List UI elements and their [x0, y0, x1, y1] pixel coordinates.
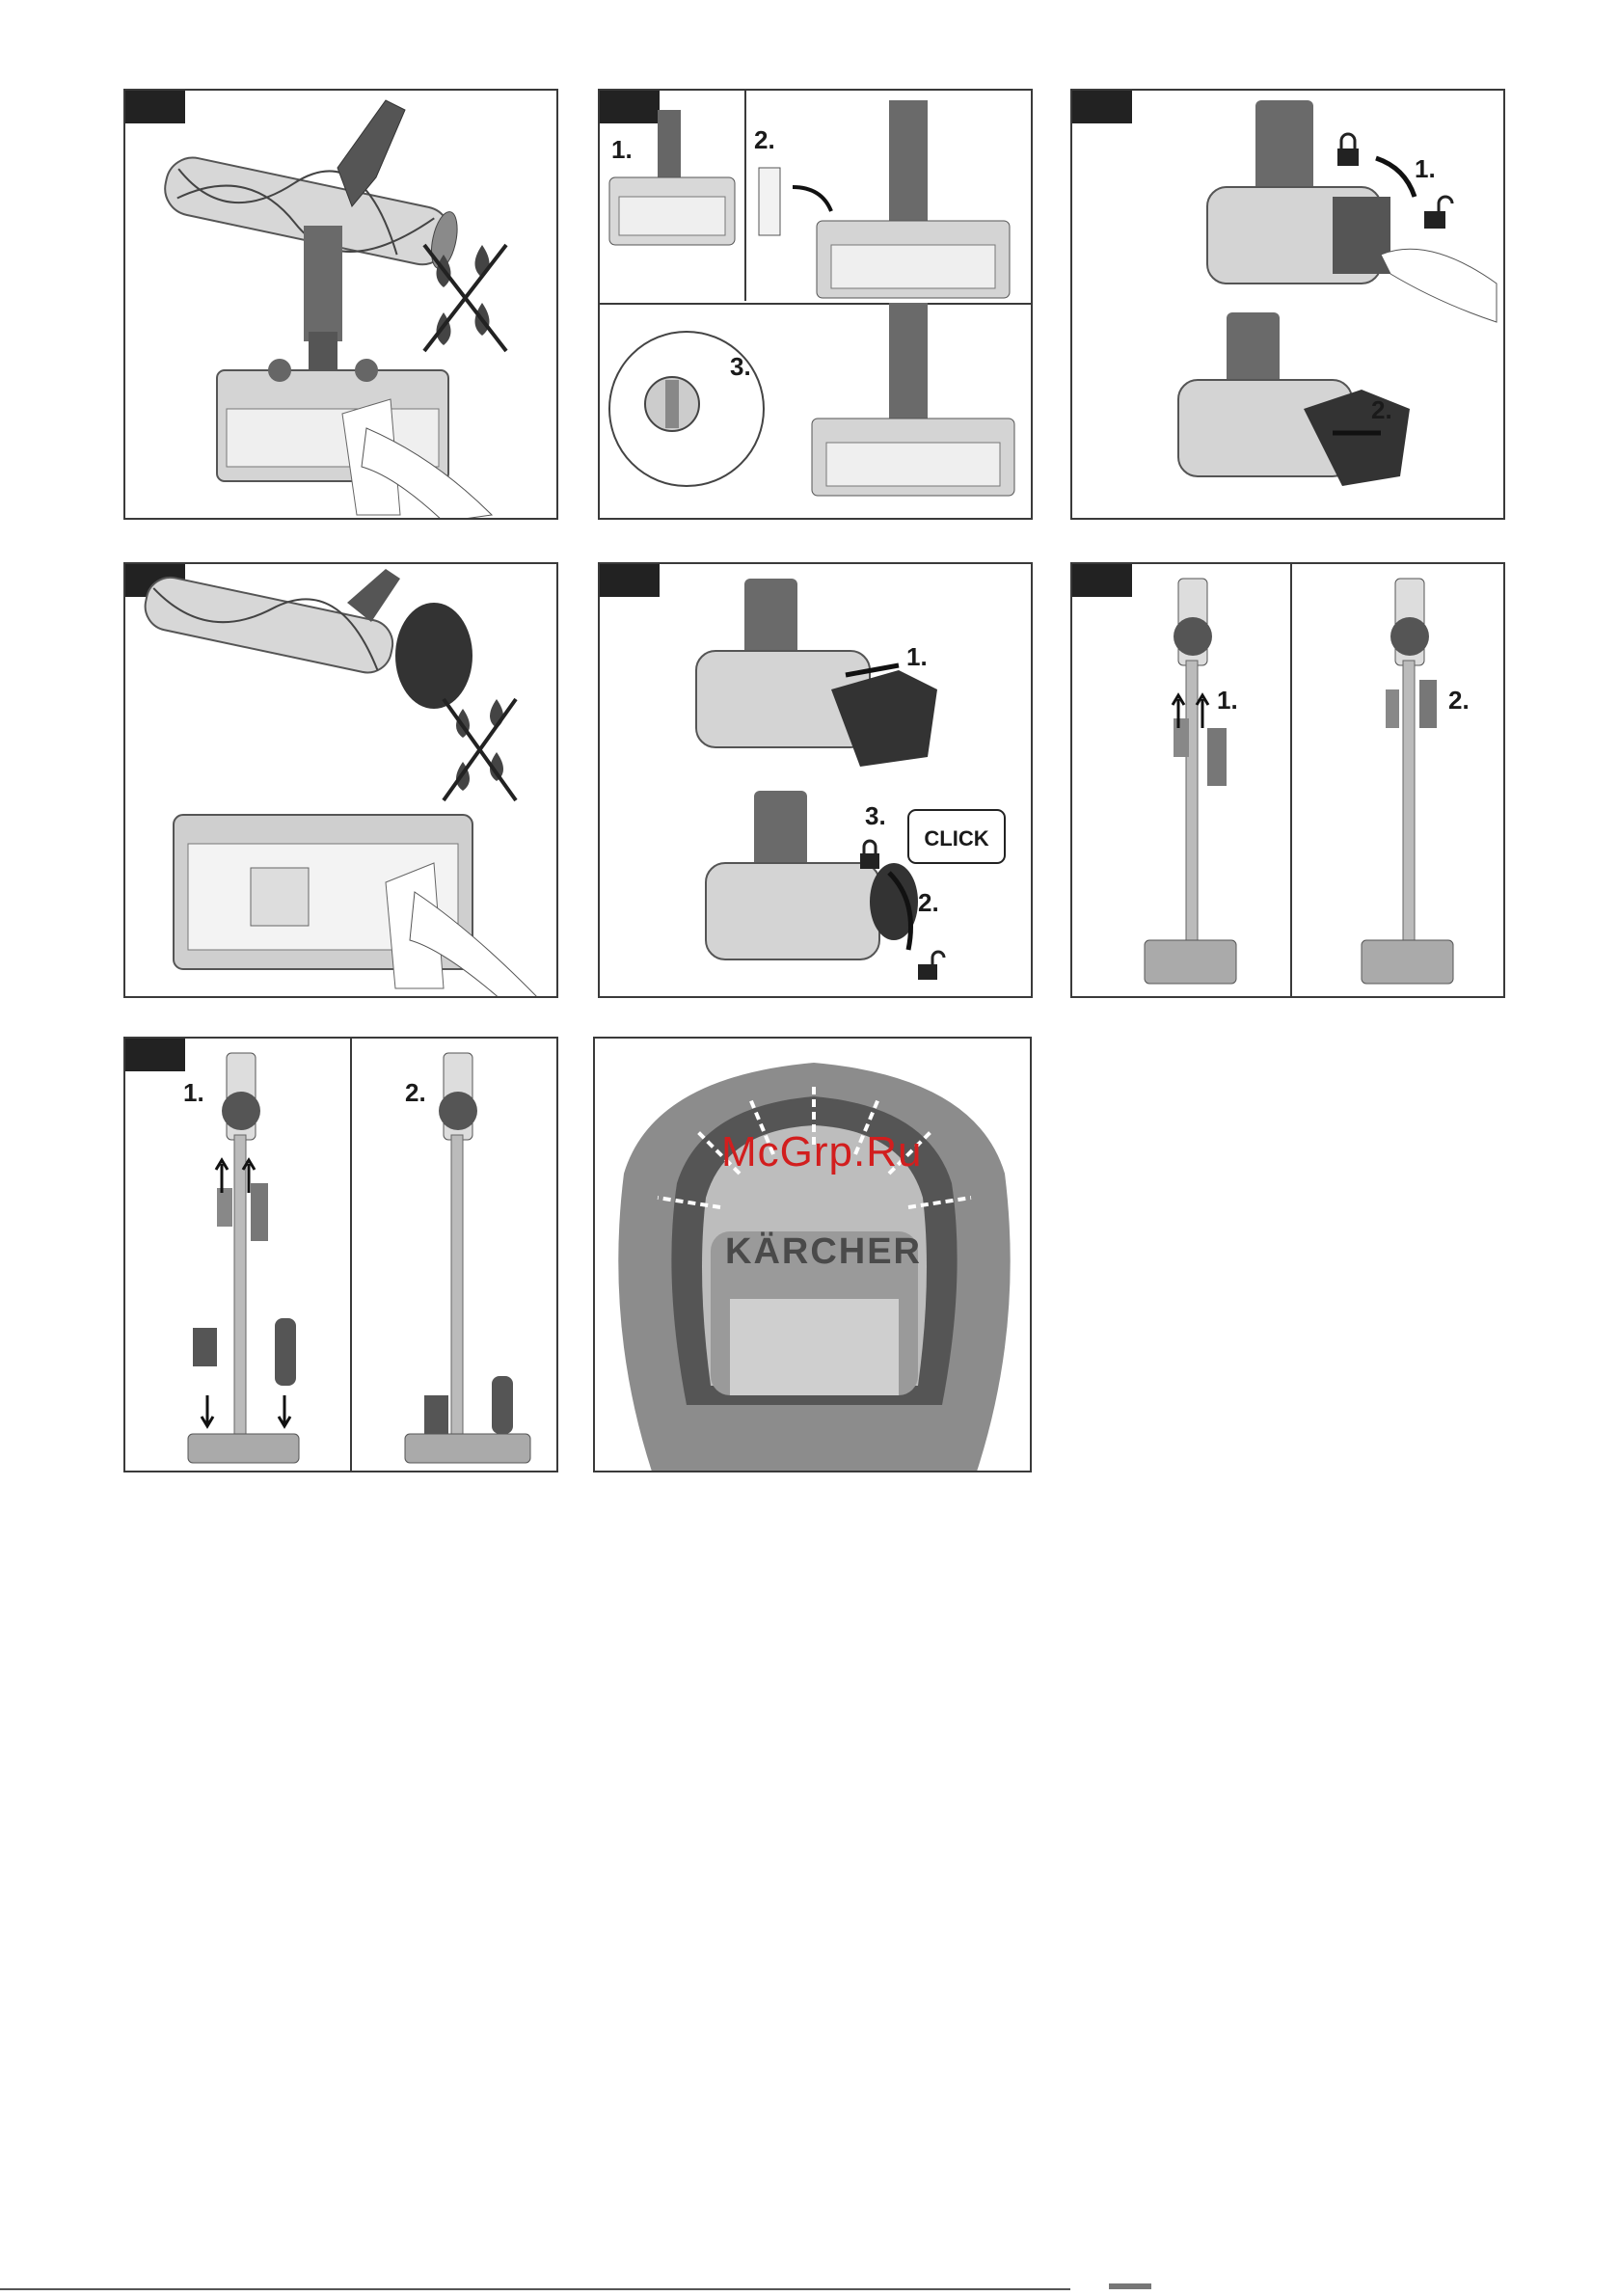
brush-cleaning-illustration	[125, 564, 558, 998]
panel-1	[123, 89, 558, 520]
arrow-icon	[202, 1395, 213, 1426]
arrow-icon	[1197, 695, 1208, 728]
upright-vacuum-illustration: 1. 2.	[1072, 564, 1505, 998]
arrow-icon	[1376, 158, 1415, 197]
brush-insert-illustration: 1. 3. CLICK 2.	[600, 564, 1033, 998]
step-1-label: 1.	[1217, 686, 1238, 715]
accessories-storage-illustration: 1. 2.	[125, 1039, 558, 1472]
lock-icon	[1337, 134, 1359, 166]
footer-mark	[1109, 2283, 1151, 2289]
panel-6: 1. 2.	[1070, 562, 1505, 998]
step-1-label: 1.	[611, 135, 633, 164]
watermark: McGrp.Ru	[721, 1128, 922, 1176]
step-3-label: 3.	[730, 352, 751, 381]
water-drops-crossed-icon	[444, 699, 516, 800]
floor-nozzle-steps-illustration: 1. 2. 3.	[600, 91, 1033, 520]
arrow-icon	[279, 1395, 290, 1426]
step-2-label: 2.	[1371, 395, 1392, 424]
arrow-icon	[216, 1160, 228, 1193]
panel-5: 1. 3. CLICK 2.	[598, 562, 1033, 998]
step-1-label: 1.	[1415, 154, 1436, 183]
step-3-label: 3.	[865, 801, 886, 830]
step-2-label: 2.	[754, 125, 775, 154]
brush-remove-illustration: 1. 2.	[1072, 91, 1505, 520]
step-1-label: 1.	[183, 1078, 204, 1107]
step-2-label: 2.	[918, 888, 939, 917]
step-2-label: 2.	[1448, 686, 1470, 715]
lock-icon	[860, 841, 879, 869]
step-2-label: 2.	[405, 1078, 426, 1107]
panel-7: 1. 2.	[123, 1037, 558, 1472]
panel-2: 1. 2. 3.	[598, 89, 1033, 520]
panel-8: KÄRCHER	[593, 1037, 1032, 1472]
brush-roller-illustration	[125, 91, 558, 520]
unlock-icon	[1424, 197, 1452, 229]
step-1-label: 1.	[906, 642, 928, 671]
panel-3: 1. 2.	[1070, 89, 1505, 520]
brand-logo: KÄRCHER	[725, 1231, 922, 1273]
panel-4	[123, 562, 558, 998]
footer-rule	[0, 2288, 1070, 2290]
unlock-icon	[918, 952, 944, 980]
water-drops-crossed-icon	[424, 245, 506, 351]
click-callout: CLICK	[924, 826, 988, 851]
arrow-icon	[793, 187, 831, 211]
